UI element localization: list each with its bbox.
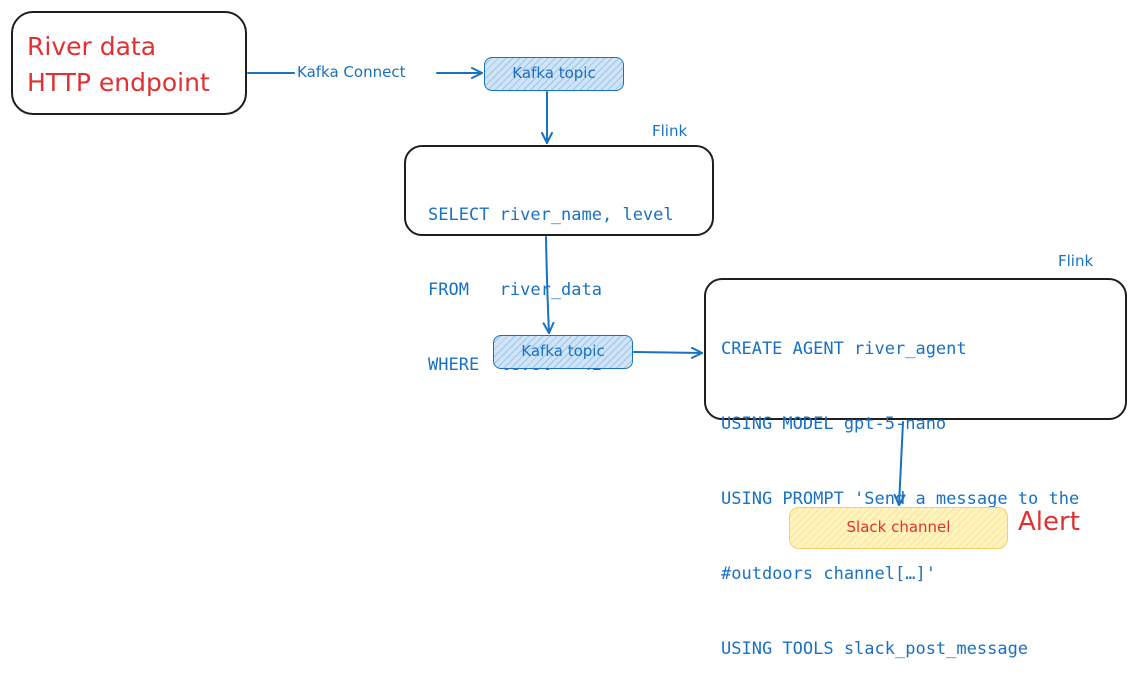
sql-line: SELECT river_name, level xyxy=(428,205,674,225)
river-data-source-box: River data HTTP endpoint xyxy=(11,11,247,115)
agent-code-line: USING TOOLS slack_post_message xyxy=(721,639,1029,659)
flink-label-2: Flink xyxy=(1058,252,1094,270)
kafka-topic-node-1: Kafka topic xyxy=(484,57,624,91)
kafka-topic-node-2: Kafka topic xyxy=(493,335,633,369)
source-title-line-1: River data xyxy=(27,32,157,61)
arrow-topic-2-to-flink-agent xyxy=(633,346,703,359)
flink-label-1: Flink xyxy=(652,122,688,140)
alert-label: Alert xyxy=(1018,507,1080,537)
source-title-line-2: HTTP endpoint xyxy=(27,68,210,97)
diagram-canvas xyxy=(247,67,906,506)
agent-code-line: #outdoors channel[…]' xyxy=(721,564,936,584)
flink-agent-definition-box: CREATE AGENT river_agent USING MODEL gpt… xyxy=(704,278,1127,659)
agent-code-line: CREATE AGENT river_agent xyxy=(721,339,967,359)
agent-code-line: USING MODEL gpt-5-nano xyxy=(721,414,947,434)
slack-channel-node: Slack channel xyxy=(789,507,1008,549)
sql-line: FROM river_data xyxy=(428,280,602,300)
agent-code-line: USING PROMPT 'Send a message to the xyxy=(721,489,1080,509)
kafka-connect-label: Kafka Connect xyxy=(295,63,408,81)
flink-sql-query-box: SELECT river_name, level FROM river_data… xyxy=(404,145,714,375)
arrow-flink-agent-to-slack xyxy=(893,421,906,506)
arrow-flink-sql-to-topic-2 xyxy=(542,236,555,334)
